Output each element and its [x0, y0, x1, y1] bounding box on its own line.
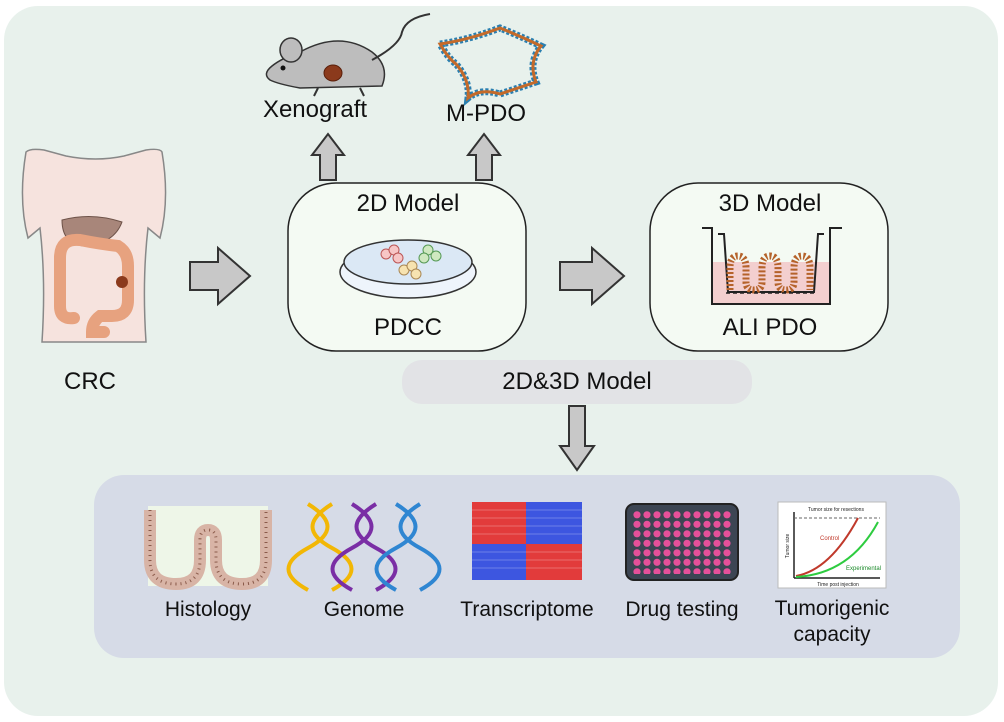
genome-icon [286, 502, 442, 592]
series-experimental-label: Experimental [846, 566, 881, 572]
right-arrow-crc [189, 245, 252, 307]
tumor-plot-ylabel: Tumor size [785, 534, 791, 559]
mouse-icon [265, 13, 431, 97]
up-arrow-xenograft [309, 132, 347, 181]
pdcc-label: PDCC [373, 314, 442, 341]
tumor-plot-title: Tumor size for resections [808, 507, 864, 513]
down-arrow-applications [558, 405, 596, 472]
mpdo-organoid-icon [434, 24, 547, 107]
combined-model-label: 2D&3D Model [502, 368, 652, 395]
crc-label: CRC [64, 368, 116, 395]
model-2d-title: 2D Model [356, 190, 460, 217]
control-curve [795, 517, 859, 577]
model-3d-title: 3D Model [718, 190, 822, 217]
application-label-transcriptome: Transcriptome [460, 598, 594, 621]
experimental-curve [795, 521, 879, 578]
application-label-tumorigenic: Tumorigenic capacity [774, 597, 890, 646]
mpdo-label: M-PDO [446, 100, 526, 127]
petri-dish-icon [339, 239, 477, 299]
transcriptome-heatmap-icon [472, 502, 582, 580]
tumor-plot-xlabel: Time post injection [817, 582, 859, 588]
application-label-genome: Genome [323, 598, 405, 621]
combined-model-pill [402, 360, 752, 404]
transwell-icon [702, 227, 842, 305]
tumor-growth-plot-icon: Tumor size for resections Time post inje… [777, 501, 887, 589]
series-control-label: Control [820, 536, 839, 542]
application-label-histology: Histology [164, 598, 252, 621]
histology-icon [144, 506, 272, 591]
up-arrow-mpdo [465, 132, 503, 181]
xenograft-label: Xenograft [262, 96, 368, 123]
well-plate-icon [625, 503, 739, 581]
alipdo-label: ALI PDO [722, 314, 818, 341]
application-label-drug-testing: Drug testing [625, 598, 739, 621]
right-arrow-2d-3d [559, 245, 626, 307]
torso-icon [21, 148, 167, 343]
